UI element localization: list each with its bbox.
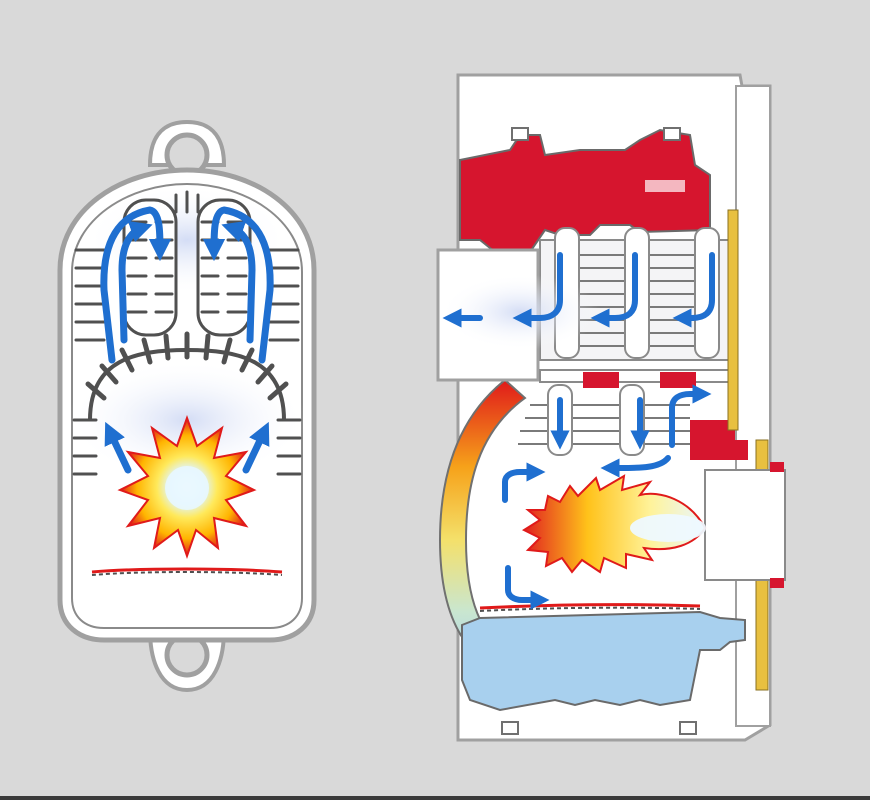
separator-plate [539, 369, 731, 383]
burner-box [704, 462, 786, 588]
flame-icon [521, 474, 707, 574]
grate-line [479, 603, 701, 610]
longitudinal-section [436, 73, 786, 742]
bottom-mounting-lug [147, 628, 227, 693]
bottom-border [0, 796, 870, 800]
flame-icon [117, 415, 257, 560]
grate-line [91, 567, 283, 574]
manifold-bolts [511, 127, 681, 141]
top-mounting-lug [147, 119, 227, 178]
arrow-icon [100, 206, 274, 474]
manifold-slot [645, 180, 685, 192]
cold-water-manifold [461, 610, 746, 712]
red-separator-blocks [583, 372, 696, 388]
flue-haze [440, 274, 600, 350]
arrow-icon [442, 252, 715, 610]
seal-strip-upper [727, 209, 739, 431]
plate-cross-section [57, 119, 317, 693]
cold-manifold-bolts [501, 721, 697, 735]
dome-radial-fins [85, 331, 289, 401]
